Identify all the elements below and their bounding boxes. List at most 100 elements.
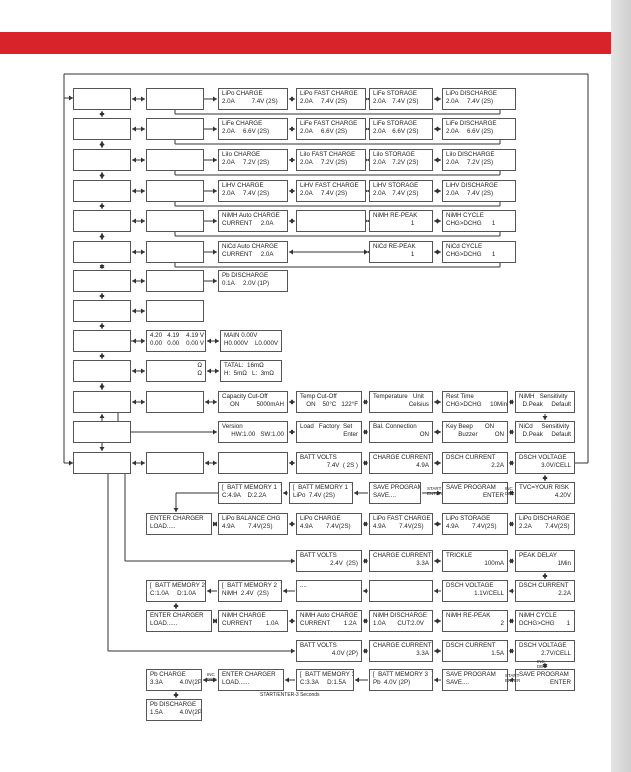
arrow-head: [213, 218, 217, 224]
page-edge-band: [611, 0, 631, 772]
arrow-head: [354, 490, 358, 496]
arrow-head: [213, 399, 217, 405]
arrow-head: [355, 677, 359, 683]
box-line: LiFe DISCHARGE: [446, 120, 497, 127]
arrow-head: [434, 249, 438, 255]
box-line: CHARGE CURRENT: [373, 552, 432, 559]
box-line: 4.9A 7.4V(2S): [373, 523, 424, 530]
arrow-head: [289, 157, 293, 163]
box-line: LiPo CHARGE: [300, 515, 341, 522]
arrow-head: [434, 677, 438, 683]
arrow-head: [213, 278, 217, 284]
box-line: LOAD......: [150, 620, 178, 627]
arrow-head: [132, 460, 136, 466]
arrow-head: [434, 96, 438, 102]
box-line: [ BATT MEMORY 3 ]: [300, 671, 353, 678]
arrow-head: [509, 429, 513, 435]
arrow-head: [213, 249, 217, 255]
arrow-head: [213, 429, 217, 435]
box-line: Enter: [343, 431, 358, 438]
box-line: Pb CHARGE: [150, 671, 186, 678]
arrow-head: [213, 618, 217, 624]
box-line: Ω: [197, 362, 202, 369]
arrow-head: [99, 386, 105, 390]
box-line: LiFe STORAGE: [373, 90, 417, 97]
box-line: Version: [222, 423, 243, 430]
dots-box: ....: [296, 580, 362, 602]
menu-box-8: [73, 300, 131, 322]
box-line: LiIo FAST CHARGE: [300, 151, 356, 158]
box-line: 100mA: [484, 560, 504, 567]
arrow-head: [289, 460, 293, 466]
box-line: 4.9A 7.4V(2S): [222, 523, 273, 530]
box-line: SAVE....: [373, 492, 396, 499]
box-line: ON 5000mAH: [230, 401, 284, 408]
box-line: LiHV DISCHARGE: [446, 182, 498, 189]
arrow-head: [434, 126, 438, 132]
box-line: 2: [500, 620, 504, 627]
box-line: Buzzer ON: [458, 431, 504, 438]
box-line: 1.0A CUT:2.0V: [373, 620, 424, 627]
label-line: DEC: [505, 491, 515, 496]
box-line: 2.4V (2S): [330, 560, 358, 567]
box-line: Pb DISCHARGE: [222, 272, 269, 279]
arrow-head: [213, 126, 217, 132]
box-line: H: 5mΩ L: 3mΩ: [224, 370, 274, 377]
box-line: 0.00 0.00 0.00 V: [150, 340, 205, 347]
box-line: LiPo FAST CHARGE: [300, 90, 358, 97]
box-line: H0.000V L0.000V: [224, 340, 279, 347]
label-line: ENTER: [505, 678, 521, 683]
menu-box-4: [73, 180, 131, 202]
box-line: Pb 4.0V (2P): [373, 679, 411, 686]
batt-memory-1b: [ BATT MEMORY 1 ]LiPo 7.4V (2S): [289, 482, 353, 504]
arrow-head: [509, 490, 513, 496]
box-line: 1Min: [557, 560, 571, 567]
box-line: NiMH CYCLE: [519, 612, 557, 619]
label-line: ENTER: [427, 491, 443, 496]
arrow-head: [542, 477, 548, 481]
arrow-head: [363, 648, 367, 654]
box-line: 2.7V/CELL: [541, 650, 571, 657]
box-line: 2.2A: [558, 590, 571, 597]
arrow-head: [363, 618, 367, 624]
arrow-head: [509, 588, 513, 594]
box-line: LOAD.....: [150, 523, 176, 530]
box-line: 1.5A 4.0V(2P): [150, 709, 202, 716]
box-line: BATT VOLTS: [300, 552, 337, 559]
arrow-head: [141, 218, 145, 224]
arrow-head: [99, 447, 105, 451]
arrow-head: [291, 558, 295, 564]
arrow-head: [141, 338, 145, 344]
box-line: LiPo FAST CHARGE: [373, 515, 431, 522]
arrow-head: [141, 278, 145, 284]
box-line: CURRENT 2.0A: [222, 220, 274, 227]
box-line: 4.9A 7.4V(2S): [300, 523, 351, 530]
arrow-head: [132, 188, 136, 194]
arrow-head: [213, 521, 217, 527]
arrow-head: [289, 521, 293, 527]
box-line: SAVE....: [446, 679, 469, 686]
box-line: DCHG>CHG 1: [519, 620, 571, 627]
box-line: NiMH RE-PEAK: [446, 612, 491, 619]
box-line: [ BATT MEMORY 2 ]: [150, 582, 206, 589]
box-line: NiMH Sensitivity: [519, 393, 568, 400]
arrow-head: [215, 368, 219, 374]
